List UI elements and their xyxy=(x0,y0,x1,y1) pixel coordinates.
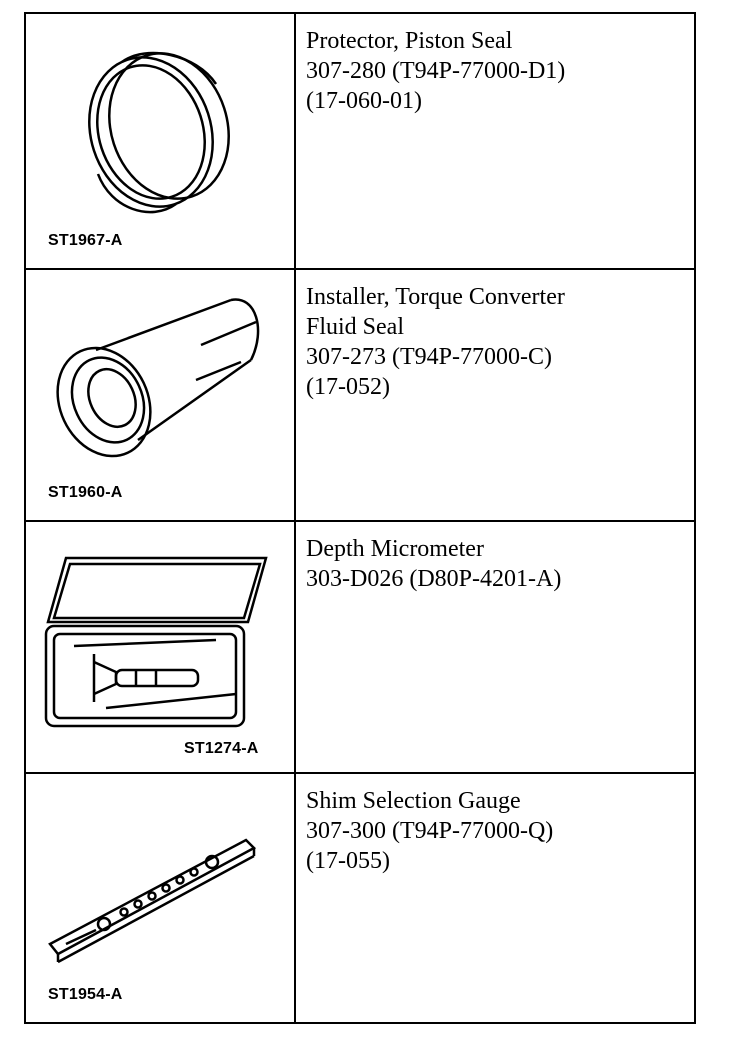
tool-alt-number: (17-060-01) xyxy=(306,88,422,114)
tool-name-cont: Fluid Seal xyxy=(306,314,405,340)
illustration-code: ST1960-A xyxy=(48,484,123,501)
tool-name: Protector, Piston Seal xyxy=(306,28,513,54)
tool-description: Protector, Piston Seal 307-280 (T94P-770… xyxy=(296,14,694,268)
tool-row-depth-micrometer: ST1274-A Depth Micrometer 303-D026 (D80P… xyxy=(26,520,694,772)
shim-selection-gauge-icon xyxy=(48,838,257,964)
tool-row-shim-selection-gauge: ST1954-A Shim Selection Gauge 307-300 (T… xyxy=(26,772,694,1022)
special-tools-table: ST1967-A Protector, Piston Seal 307-280 … xyxy=(24,12,696,1024)
tool-description: Shim Selection Gauge 307-300 (T94P-77000… xyxy=(296,774,694,1022)
seal-installer-icon xyxy=(56,298,260,458)
tool-part-number: 307-300 (T94P-77000-Q) xyxy=(306,818,554,844)
illustration-code: ST1274-A xyxy=(184,740,259,757)
illustration-code: ST1967-A xyxy=(48,232,123,249)
tool-row-fluid-seal-installer: ST1960-A Installer, Torque Converter Flu… xyxy=(26,268,694,520)
tool-description: Depth Micrometer 303-D026 (D80P-4201-A) xyxy=(296,522,694,772)
depth-micrometer-icon xyxy=(44,556,268,728)
tool-name: Depth Micrometer xyxy=(306,536,484,562)
tool-row-piston-seal-protector: ST1967-A Protector, Piston Seal 307-280 … xyxy=(26,14,694,268)
tool-alt-number: (17-052) xyxy=(306,374,390,400)
tool-illustration-cell: ST1960-A xyxy=(26,270,296,520)
piston-seal-protector-icon xyxy=(88,51,230,214)
tool-part-number: 307-280 (T94P-77000-D1) xyxy=(306,58,566,84)
tool-illustration-cell: ST1954-A xyxy=(26,774,296,1022)
tool-alt-number: (17-055) xyxy=(306,848,390,874)
tool-description: Installer, Torque Converter Fluid Seal 3… xyxy=(296,270,694,520)
tool-name: Installer, Torque Converter xyxy=(306,284,565,310)
tool-illustration-cell: ST1967-A xyxy=(26,14,296,268)
tool-illustration-cell: ST1274-A xyxy=(26,522,296,772)
illustration-code: ST1954-A xyxy=(48,986,123,1003)
tool-part-number: 307-273 (T94P-77000-C) xyxy=(306,344,552,370)
tool-name: Shim Selection Gauge xyxy=(306,788,521,814)
tool-part-number: 303-D026 (D80P-4201-A) xyxy=(306,566,562,592)
